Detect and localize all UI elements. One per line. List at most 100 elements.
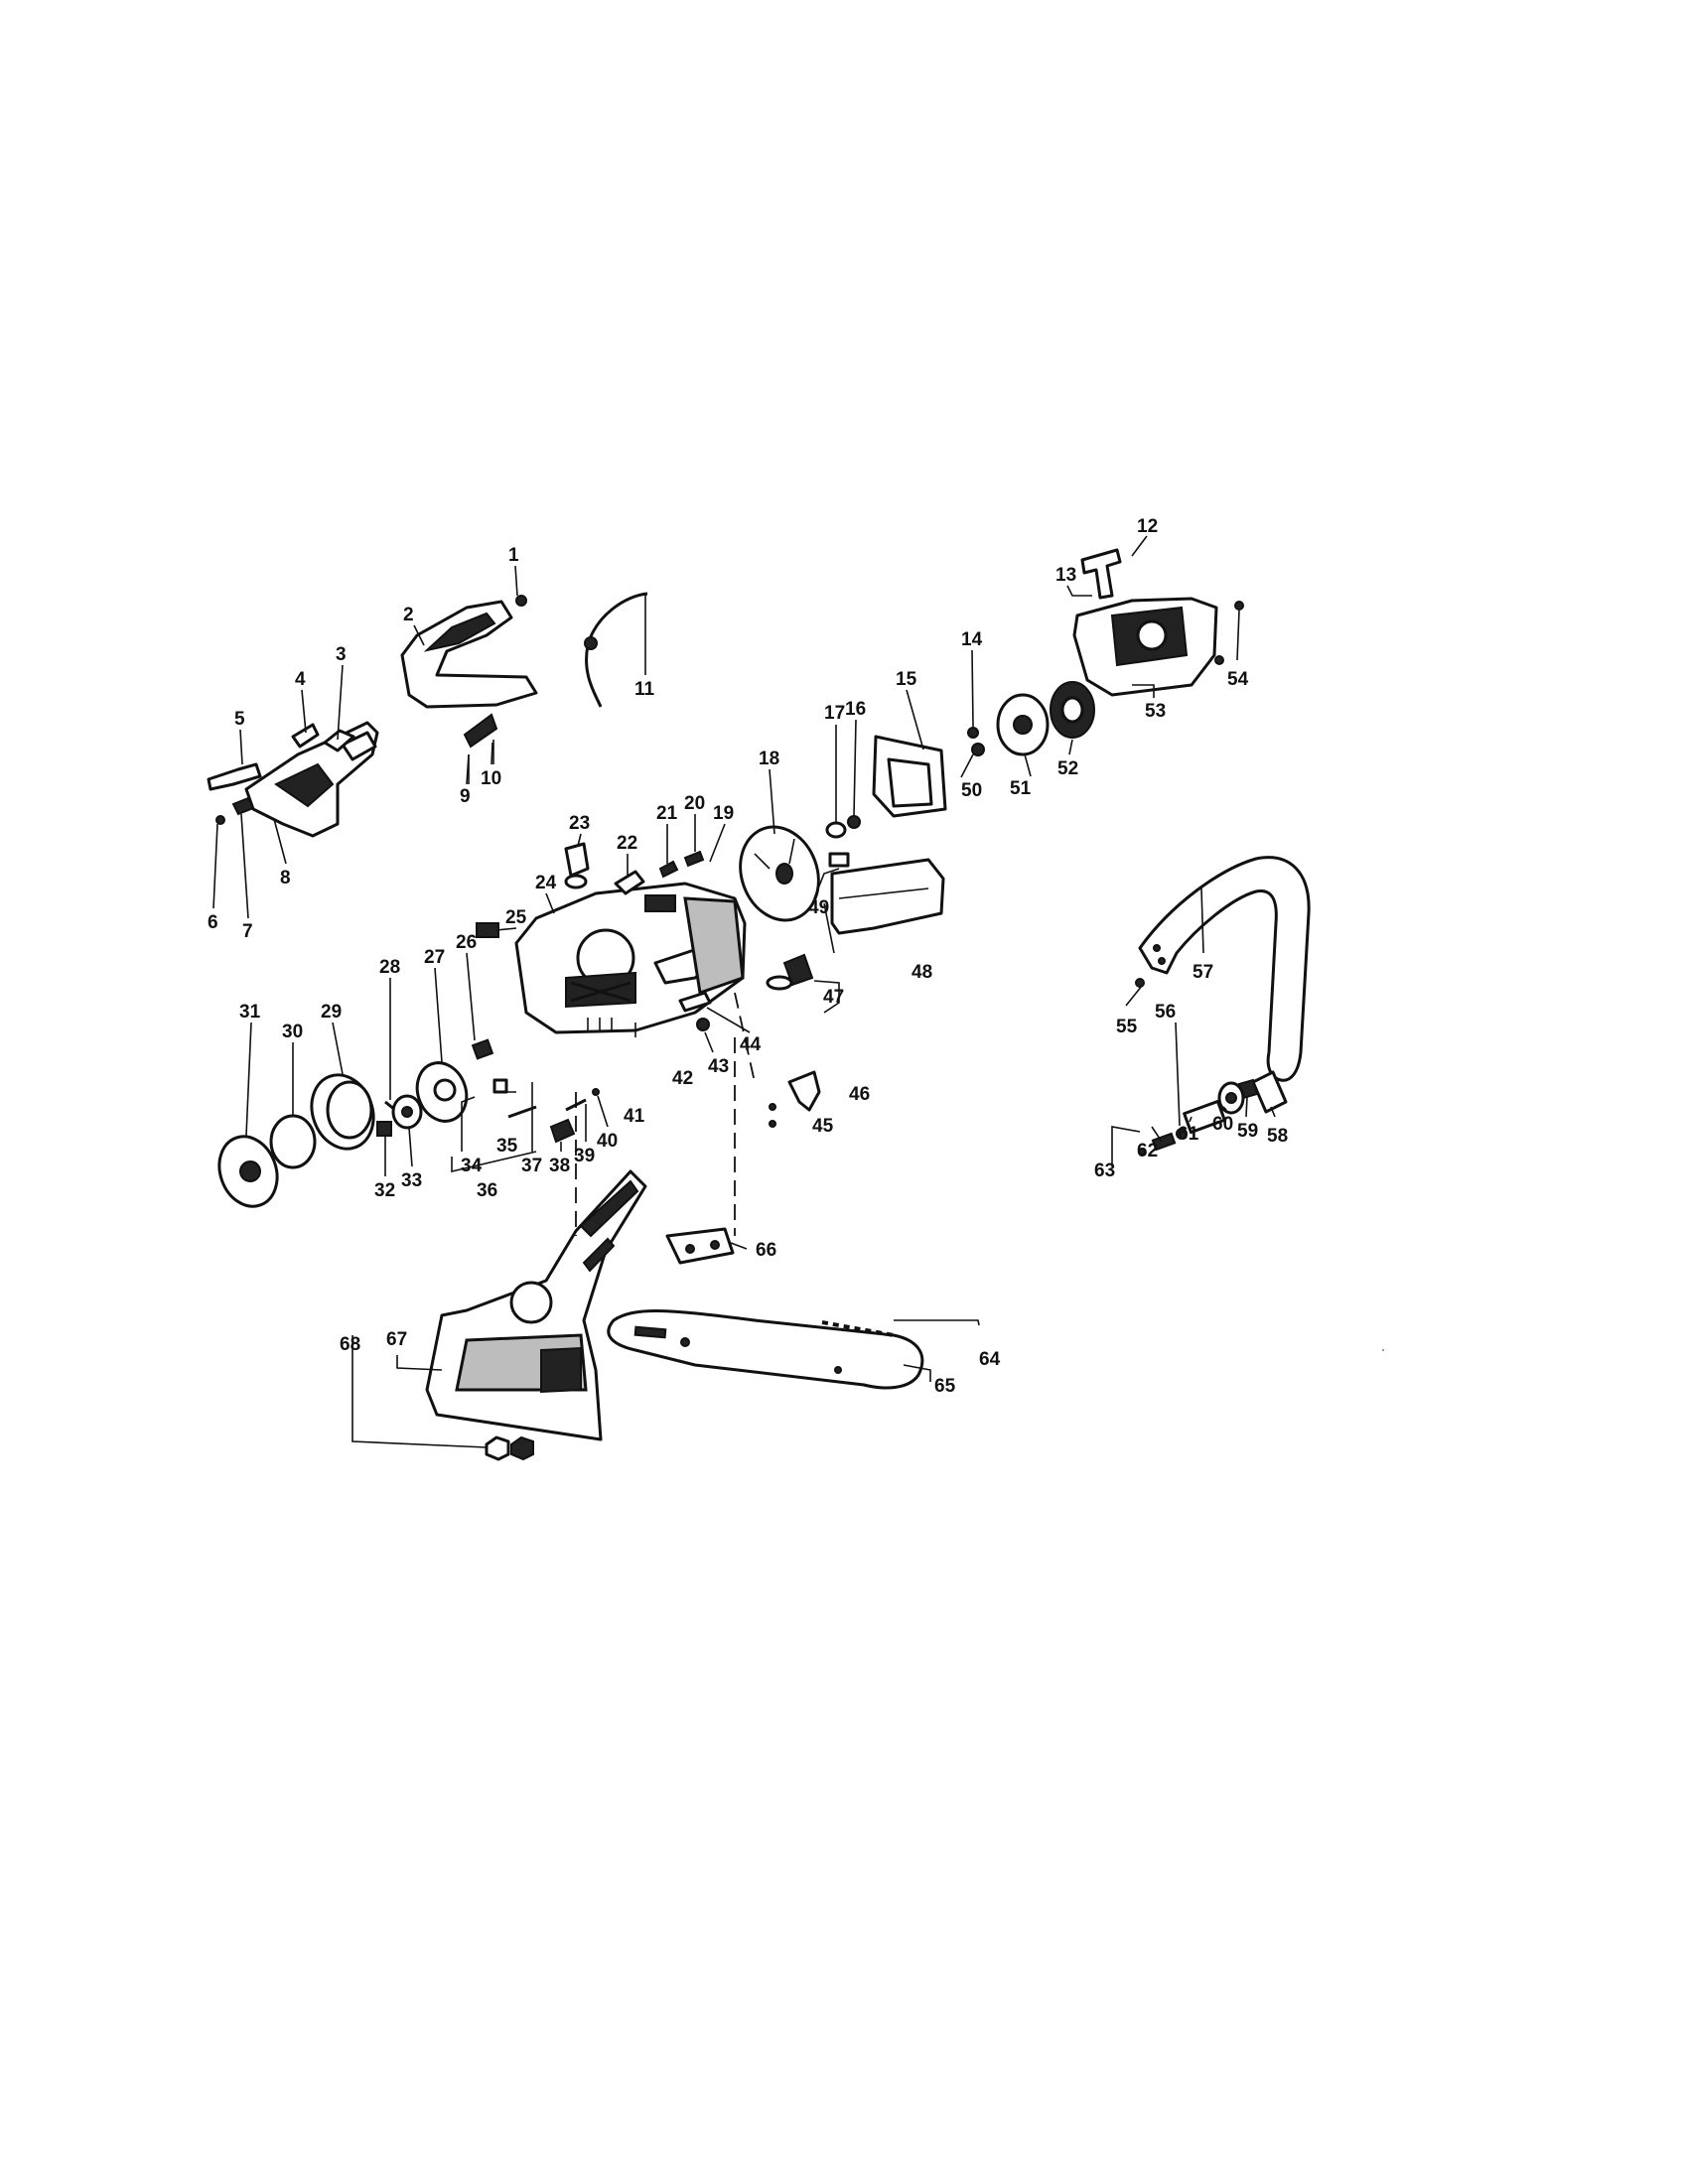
- callout-27: 27: [424, 947, 445, 968]
- callout-30: 30: [282, 1022, 303, 1042]
- part-61-sleeve: [1183, 1099, 1226, 1135]
- part-54-screw: [1214, 601, 1244, 665]
- callout-63: 63: [1094, 1160, 1115, 1181]
- part-11-cable: [584, 592, 648, 708]
- part-55-screw: [1135, 978, 1145, 988]
- callout-48: 48: [912, 962, 932, 983]
- callout-14: 14: [961, 629, 983, 650]
- part-1-screw: [515, 595, 527, 607]
- part-33-bearing: [391, 1094, 423, 1130]
- callout-9: 9: [460, 786, 471, 807]
- part-22-bracket: [614, 870, 645, 895]
- callout-4: 4: [295, 669, 306, 690]
- callout-57: 57: [1193, 962, 1213, 983]
- callout-52: 52: [1057, 758, 1078, 779]
- callout-16: 16: [845, 699, 866, 720]
- callout-35: 35: [496, 1136, 518, 1157]
- callout-62: 62: [1137, 1141, 1158, 1161]
- callout-28: 28: [379, 957, 400, 978]
- part-45-screws: [769, 1103, 776, 1128]
- callout-32: 32: [374, 1180, 395, 1201]
- part-63-screw: [1138, 1148, 1146, 1156]
- part-29-drum: [310, 1073, 375, 1151]
- callout-37: 37: [521, 1156, 542, 1176]
- part-25-clip: [476, 922, 499, 938]
- callout-31: 31: [239, 1002, 261, 1023]
- part-67-chain-guard: [425, 1169, 647, 1441]
- callout-1: 1: [508, 545, 519, 566]
- callout-25: 25: [505, 907, 527, 928]
- callout-8: 8: [280, 868, 291, 888]
- callout-36: 36: [477, 1180, 497, 1201]
- callout-17: 17: [824, 703, 845, 724]
- callout-11: 11: [634, 679, 655, 700]
- callout-42: 42: [672, 1068, 693, 1089]
- part-23-knob: [564, 842, 590, 889]
- part-60-washer: [1217, 1081, 1245, 1115]
- part-41-screws: [587, 1018, 613, 1032]
- callout-45: 45: [812, 1116, 834, 1137]
- callout-33: 33: [401, 1170, 422, 1191]
- part-14-screw: [967, 727, 979, 739]
- part-2-rear-handle: [400, 600, 538, 709]
- part-30-disc: [269, 1114, 317, 1169]
- part-49-clip: [828, 852, 850, 868]
- callout-61: 61: [1178, 1124, 1199, 1145]
- part-31-clutch: [217, 1135, 279, 1208]
- callout-15: 15: [896, 669, 917, 690]
- callout-66: 66: [756, 1240, 776, 1261]
- callout-38: 38: [549, 1156, 570, 1176]
- part-44-plate: [678, 991, 712, 1013]
- callout-41: 41: [624, 1106, 645, 1127]
- part-62-spring: [1151, 1132, 1177, 1152]
- part-52-pulley: [1050, 681, 1095, 739]
- part-3-trigger: [323, 729, 355, 752]
- callout-12: 12: [1137, 516, 1158, 537]
- callout-6: 6: [208, 912, 218, 933]
- callout-13: 13: [1055, 565, 1076, 586]
- callout-64: 64: [979, 1349, 1001, 1370]
- callout-44: 44: [740, 1034, 762, 1055]
- part-19-switch: [644, 894, 676, 912]
- part-48-housing: [830, 858, 945, 935]
- part-56-pin: [1176, 1128, 1188, 1140]
- callout-labels: 1 2 3 4 5 6 7 8 9 10 11 12 13 14 15 16 1…: [208, 516, 1288, 1397]
- callout-23: 23: [569, 813, 590, 834]
- callout-49: 49: [808, 897, 829, 918]
- callout-51: 51: [1010, 778, 1032, 799]
- part-53-starter-housing: [1072, 597, 1218, 697]
- callout-19: 19: [713, 803, 734, 824]
- callout-18: 18: [759, 749, 779, 769]
- part-18-fan: [739, 825, 820, 922]
- part-46-clip: [787, 1070, 821, 1112]
- callout-54: 54: [1227, 669, 1249, 690]
- callout-5: 5: [234, 709, 245, 730]
- assembly-lines: [575, 992, 756, 1236]
- part-17-washer: [825, 821, 847, 839]
- part-65-guide-bar: [607, 1309, 924, 1390]
- callout-10: 10: [481, 768, 501, 789]
- callout-20: 20: [684, 793, 705, 814]
- part-27-gear: [415, 1061, 469, 1123]
- scan-speck: [1382, 1349, 1384, 1351]
- callout-40: 40: [597, 1131, 618, 1152]
- part-38-clip: [549, 1118, 576, 1144]
- callout-21: 21: [656, 803, 678, 824]
- callout-59: 59: [1237, 1121, 1258, 1142]
- callout-46: 46: [849, 1084, 870, 1105]
- part-43-nut: [696, 1018, 710, 1031]
- part-50-washer: [971, 743, 985, 756]
- part-24-housing: [514, 882, 747, 1034]
- callout-39: 39: [574, 1146, 595, 1166]
- part-20-pin: [683, 850, 705, 868]
- part-12-grip: [1080, 548, 1122, 600]
- callout-43: 43: [708, 1056, 729, 1077]
- part-16-nut: [847, 815, 861, 829]
- callout-53: 53: [1145, 701, 1166, 722]
- callout-3: 3: [336, 644, 347, 665]
- part-32-spring: [376, 1121, 392, 1137]
- part-21-pin: [658, 860, 679, 879]
- leader-lines: [212, 535, 1276, 1448]
- part-68-nuts: [485, 1435, 534, 1461]
